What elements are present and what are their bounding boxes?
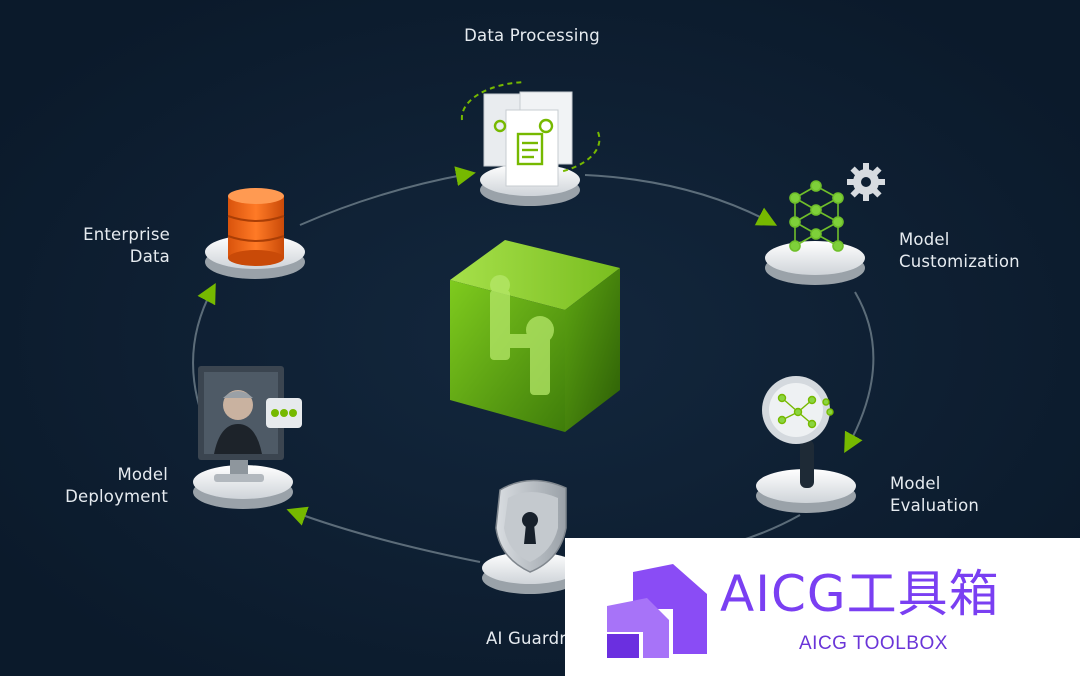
node-model-evaluation	[756, 376, 856, 513]
node-model-deployment	[193, 366, 302, 509]
watermark-overlay: AICG工具箱 AICG TOOLBOX	[565, 538, 1080, 676]
label-model-evaluation: Model Evaluation	[890, 474, 980, 515]
gear-icon	[847, 163, 885, 201]
label-data-processing: Data Processing	[464, 26, 600, 45]
magnifier-icon	[762, 376, 834, 488]
monitor-avatar-icon	[198, 366, 284, 482]
label-model-customization: Model Customization	[899, 230, 1020, 271]
label-enterprise-data: Enterprise Data	[83, 225, 170, 266]
node-enterprise-data	[205, 188, 305, 279]
aicg-logo-icon	[607, 564, 707, 658]
arrow-enterprise-to-processing	[299, 166, 476, 226]
chat-dots-icon	[266, 398, 302, 428]
watermark-subtitle: AICG TOOLBOX	[799, 633, 948, 654]
documents-icon	[460, 81, 601, 187]
node-ai-guardrails	[482, 479, 578, 594]
arrow-deployment-to-enterprise	[192, 282, 216, 416]
watermark-title: AICG工具箱	[720, 565, 1000, 623]
node-model-customization	[765, 163, 885, 285]
arrow-processing-to-customization	[584, 174, 778, 226]
node-data-processing	[460, 81, 601, 206]
label-model-deployment: Model Deployment	[65, 465, 168, 506]
cube-icon	[450, 240, 620, 432]
arrow-customization-to-evaluation	[844, 291, 875, 454]
shield-lock-icon	[495, 479, 567, 573]
arrow-guardrails-to-deployment	[286, 506, 481, 563]
database-icon	[227, 188, 285, 266]
neural-network-icon	[789, 180, 844, 252]
